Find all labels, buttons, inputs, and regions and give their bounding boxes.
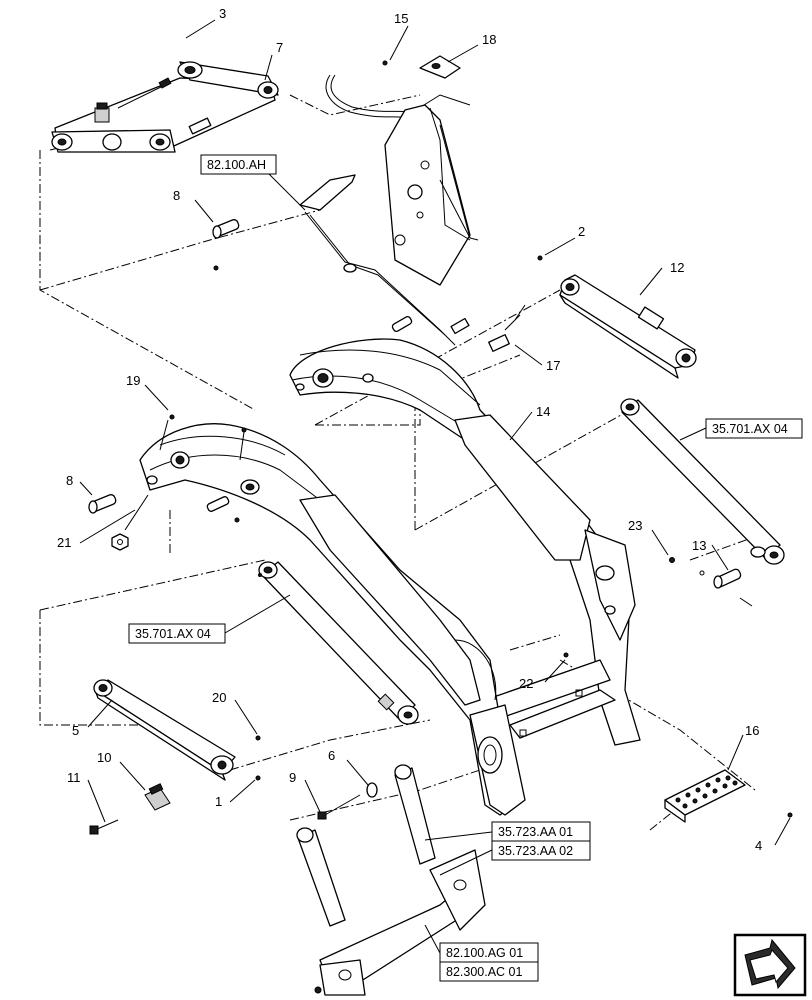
- part-12-right-link: [537, 255, 697, 379]
- reference-boxes: 82.100.AH 35.701.AX 04 35.701.AX 04 35.7…: [128, 154, 803, 982]
- callout-17: 17: [546, 358, 560, 373]
- hose-and-latch-assembly: [325, 55, 479, 286]
- callout-6: 6: [328, 748, 335, 763]
- part-14-right-loader-arm: [289, 338, 641, 746]
- ref-35-723-aa-01: 35.723.AA 01: [498, 825, 573, 839]
- callout-11: 11: [67, 770, 81, 785]
- callout-21: 21: [57, 535, 71, 550]
- parts-10-11-hardware: [89, 783, 171, 835]
- callout-labels: 3 7 15 18 8 2 12 17 19 14 8 21 23 13 22 …: [57, 6, 791, 853]
- left-arm-hardware: [88, 414, 247, 551]
- parts-6-9-hardware: [317, 782, 378, 820]
- callout-5: 5: [72, 723, 79, 738]
- part-8-upper-pin: [212, 219, 240, 271]
- callout-12: 12: [670, 260, 684, 275]
- callout-8-upper: 8: [173, 188, 180, 203]
- callout-13: 13: [692, 538, 706, 553]
- callout-15: 15: [394, 11, 408, 26]
- part-19-left-loader-arm: [139, 423, 526, 816]
- callout-1: 1: [215, 794, 222, 809]
- ref-82-100-ah: 82.100.AH: [207, 158, 266, 172]
- lever-linkage: [299, 174, 526, 352]
- callout-7: 7: [276, 40, 283, 55]
- callout-4: 4: [755, 838, 762, 853]
- left-lift-cylinder: [258, 561, 419, 725]
- callout-14: 14: [536, 404, 550, 419]
- right-lift-cylinder: [620, 398, 785, 607]
- callout-22: 22: [519, 676, 533, 691]
- callout-19: 19: [126, 373, 140, 388]
- ref-82-300-ac-01: 82.300.AC 01: [446, 965, 522, 979]
- callout-2: 2: [578, 224, 585, 239]
- part-7-cross-link: [51, 61, 279, 153]
- callout-16: 16: [745, 723, 759, 738]
- callout-23: 23: [628, 518, 642, 533]
- ref-35-701-ax-04-right: 35.701.AX 04: [712, 422, 788, 436]
- ref-82-100-ag-01: 82.100.AG 01: [446, 946, 523, 960]
- callout-3: 3: [219, 6, 226, 21]
- callout-9: 9: [289, 770, 296, 785]
- callout-8-lower: 8: [66, 473, 73, 488]
- callout-20: 20: [212, 690, 226, 705]
- ref-35-701-ax-04-left: 35.701.AX 04: [135, 627, 211, 641]
- ref-35-723-aa-02: 35.723.AA 02: [498, 844, 573, 858]
- callout-10: 10: [97, 750, 111, 765]
- part-5-lower-link: [93, 679, 261, 781]
- next-page-arrow-icon[interactable]: [733, 933, 807, 997]
- part-16-step-plate: [664, 769, 793, 823]
- callout-18: 18: [482, 32, 496, 47]
